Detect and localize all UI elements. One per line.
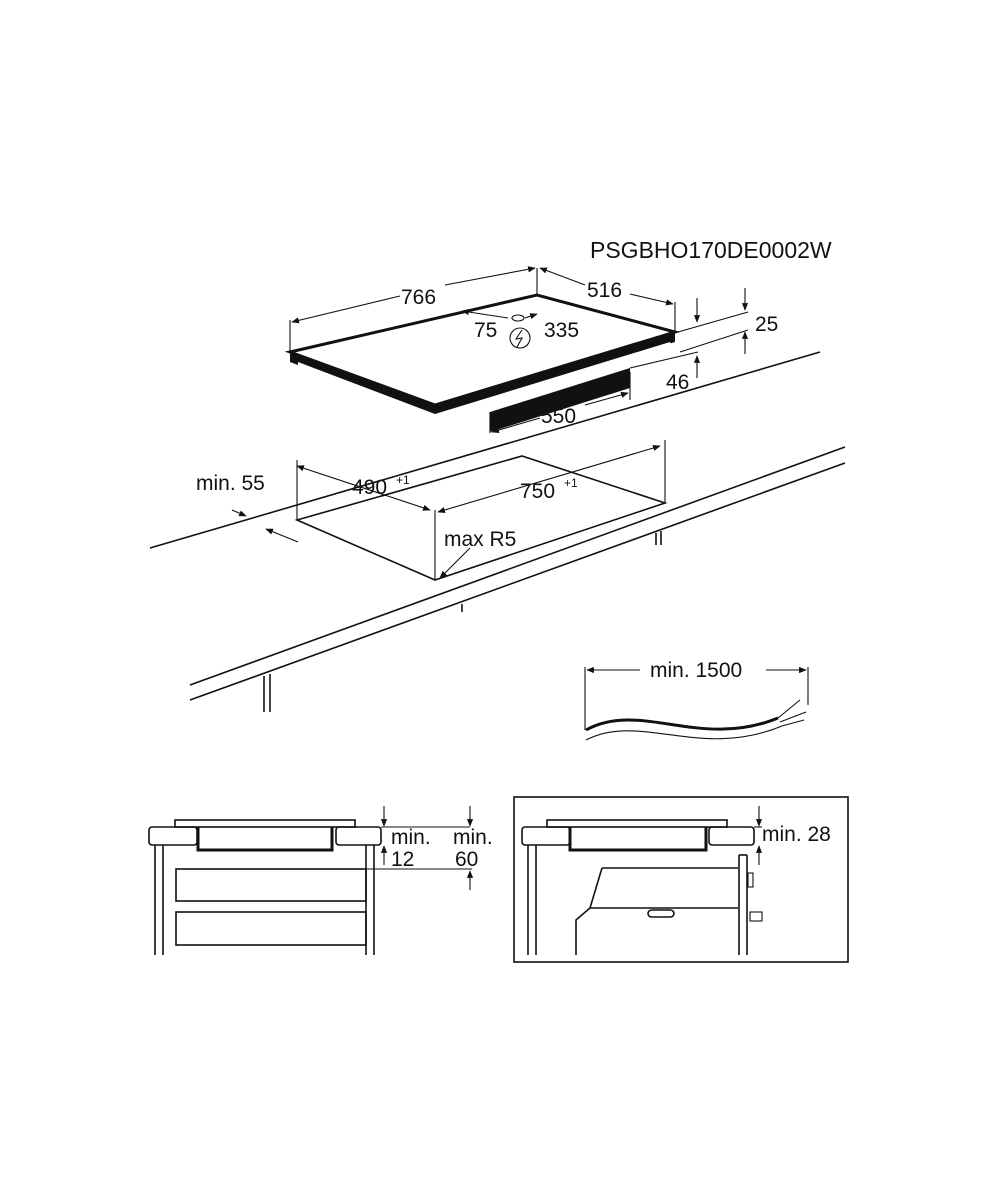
oven-installation-view bbox=[513, 796, 849, 963]
power-cable bbox=[584, 666, 809, 741]
hob bbox=[284, 266, 749, 434]
cutout-width-tolerance: +1 bbox=[564, 476, 578, 490]
min-label-60: min. bbox=[453, 826, 493, 849]
oven-clearance-label: min. 28 bbox=[762, 823, 831, 846]
hob-depth-label: 516 bbox=[587, 279, 622, 302]
min-label-12: min. bbox=[391, 826, 431, 849]
model-code: PSGBHO170DE0002W bbox=[590, 237, 832, 263]
corner-radius-label: max R5 bbox=[444, 528, 516, 551]
cutout-width-label: 750 bbox=[520, 480, 555, 503]
min-edge-label: min. 55 bbox=[196, 472, 265, 495]
connection-right-label: 335 bbox=[544, 319, 579, 342]
cutout-depth-tolerance: +1 bbox=[396, 473, 410, 487]
cutout-outline bbox=[231, 440, 668, 581]
under-width-label: 550 bbox=[541, 405, 576, 428]
clearance-60-label: 60 bbox=[455, 848, 478, 871]
cable-length-label: min. 1500 bbox=[650, 659, 742, 682]
clearance-12-label: 12 bbox=[391, 848, 414, 871]
electric-connection-icon bbox=[509, 327, 531, 349]
under-height-label: 46 bbox=[666, 371, 689, 394]
hob-width-label: 766 bbox=[401, 286, 436, 309]
connection-left-label: 75 bbox=[474, 319, 497, 342]
drawer-installation-view bbox=[148, 806, 474, 955]
hob-height-label: 25 bbox=[755, 313, 778, 336]
cutout-depth-label: 490 bbox=[352, 476, 387, 499]
